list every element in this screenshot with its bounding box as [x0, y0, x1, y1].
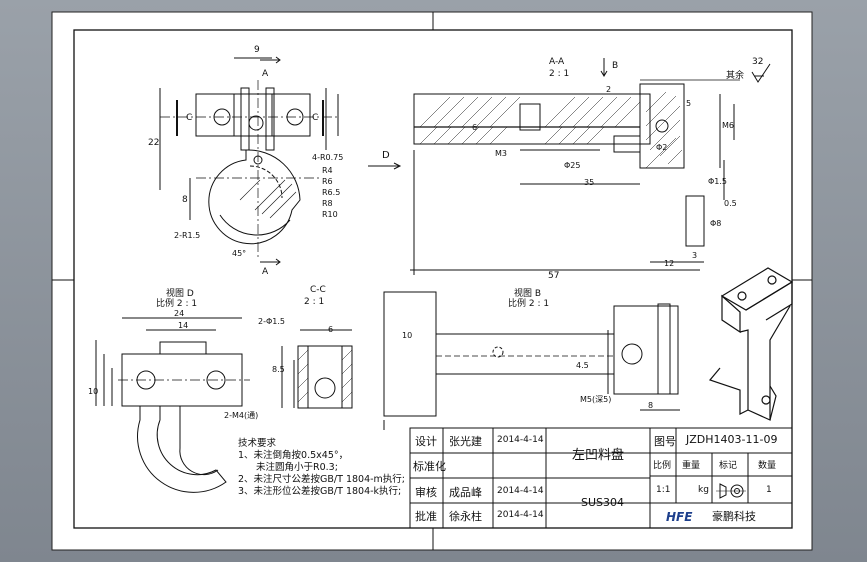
section-cc-scale: 2 : 1 — [304, 297, 324, 307]
dim-24: 24 — [174, 309, 184, 318]
dim-6: 6 — [472, 123, 477, 132]
dim-m5: M5(深5) — [580, 395, 611, 404]
arrow-c-right: C — [312, 113, 318, 123]
notes-heading: 技术要求 — [238, 438, 277, 449]
dim-22: 22 — [148, 138, 159, 148]
weight-label: 重量 — [682, 461, 701, 471]
technical-requirements: 技术要求 1、未注倒角按0.5x45°， 未注圆角小于R0.3; 2、未注尺寸公… — [238, 438, 405, 498]
arrow-c-left: C — [186, 113, 192, 123]
dim-r10: R10 — [322, 210, 338, 219]
dim-9: 9 — [254, 45, 260, 55]
dim-phi8: Φ8 — [710, 219, 721, 228]
scale-label: 比例 — [653, 461, 672, 471]
dim-05: 0.5 — [724, 199, 737, 208]
approve-date: 2014-4-14 — [497, 510, 544, 520]
design-name: 张光建 — [449, 435, 482, 448]
view-d-scale: 比例 2 : 1 — [156, 297, 197, 309]
company-logo: HFE — [664, 509, 698, 524]
arrow-a-label: A — [262, 69, 269, 79]
section-aa-scale: 2 : 1 — [549, 69, 569, 79]
qty-label: 数量 — [758, 461, 777, 471]
approve-name: 徐永柱 — [449, 510, 482, 523]
arrow-d — [368, 162, 402, 170]
dim-45: 4.5 — [576, 361, 589, 370]
notes-line2: 未注圆角小于R0.3; — [256, 462, 338, 473]
standardize-label: 标准化 — [413, 460, 446, 473]
view-b-scale: 比例 2 : 1 — [508, 297, 549, 309]
dim-phi2: Φ2 — [656, 143, 667, 152]
notes-line3: 2、未注尺寸公差按GB/T 1804-m执行; — [238, 474, 406, 485]
part-name: 左凹料盘 — [572, 448, 625, 463]
svg-text:HFE: HFE — [666, 510, 693, 524]
dim-r6: R6 — [322, 177, 333, 186]
weight-unit: kg — [698, 485, 709, 495]
dim-2r15: 2-R1.5 — [174, 231, 200, 240]
title-block-grid — [409, 427, 793, 529]
view-b-title: 视图 B — [514, 287, 541, 299]
dim-m6: M6 — [722, 121, 734, 130]
dim-r65: R6.5 — [322, 188, 340, 197]
dim-4r075: 4-R0.75 — [312, 153, 343, 162]
view-d-title: 视图 D — [166, 287, 194, 299]
dim-6-cc: 6 — [328, 325, 333, 334]
review-name: 成品峰 — [449, 486, 482, 499]
dim-35: 35 — [584, 178, 594, 187]
design-label: 设计 — [415, 435, 437, 448]
material: SUS304 — [581, 496, 625, 509]
dim-8: 8 — [182, 195, 188, 205]
dim-2phi15: 2-Φ1.5 — [258, 317, 285, 326]
dim-5: 5 — [686, 99, 691, 108]
dim-85: 8.5 — [272, 365, 285, 374]
roughness-symbol — [751, 63, 771, 83]
section-aa-title: A-A — [549, 57, 565, 67]
company-name: 豪鹏科技 — [712, 510, 756, 523]
review-label: 审核 — [415, 486, 437, 499]
dim-2: 2 — [606, 85, 611, 94]
dim-phi15: Φ1.5 — [708, 177, 727, 186]
dim-45deg: 45° — [232, 249, 246, 258]
dim-57: 57 — [548, 271, 559, 281]
section-aa-view — [410, 58, 740, 275]
arrow-d-label: D — [382, 150, 390, 161]
top-left-view — [159, 56, 340, 266]
isometric-view — [708, 267, 794, 421]
roughness-rest: 其余 — [726, 69, 744, 81]
dim-3: 3 — [692, 251, 697, 260]
design-date: 2014-4-14 — [497, 435, 544, 445]
mark-label: 标记 — [719, 461, 738, 471]
dim-10-b: 10 — [402, 331, 412, 340]
dim-12: 12 — [664, 259, 674, 268]
approve-label: 批准 — [415, 510, 437, 523]
view-d — [95, 317, 250, 493]
arrow-a-label-bottom: A — [262, 267, 269, 277]
section-cc-view — [281, 329, 353, 409]
dim-phi25: Φ25 — [564, 161, 580, 170]
view-b — [383, 291, 680, 430]
dim-2m4: 2-M4(通) — [224, 410, 258, 420]
dim-10: 10 — [88, 387, 98, 396]
dim-r4: R4 — [322, 166, 333, 175]
drawing-sheet — [51, 11, 813, 551]
arrow-b-label: B — [612, 61, 618, 71]
drawing-no-label: 图号 — [654, 435, 676, 448]
qty-value: 1 — [766, 485, 772, 495]
drawing-no: JZDH1403-11-09 — [686, 433, 778, 446]
dim-14: 14 — [178, 321, 188, 330]
notes-line4: 3、未注形位公差按GB/T 1804-k执行; — [238, 486, 402, 497]
dim-r8: R8 — [322, 199, 333, 208]
notes-line1: 1、未注倒角按0.5x45°， — [238, 450, 349, 461]
dim-8-b: 8 — [648, 401, 653, 410]
section-cc-hatch — [297, 349, 353, 403]
section-cc-title: C-C — [310, 285, 326, 295]
dim-m3: M3 — [495, 149, 507, 158]
scale-value: 1:1 — [656, 485, 671, 495]
projection-symbol — [716, 483, 746, 499]
roughness-value: 32 — [752, 57, 763, 67]
review-date: 2014-4-14 — [497, 486, 544, 496]
section-aa-hatch — [419, 91, 683, 169]
